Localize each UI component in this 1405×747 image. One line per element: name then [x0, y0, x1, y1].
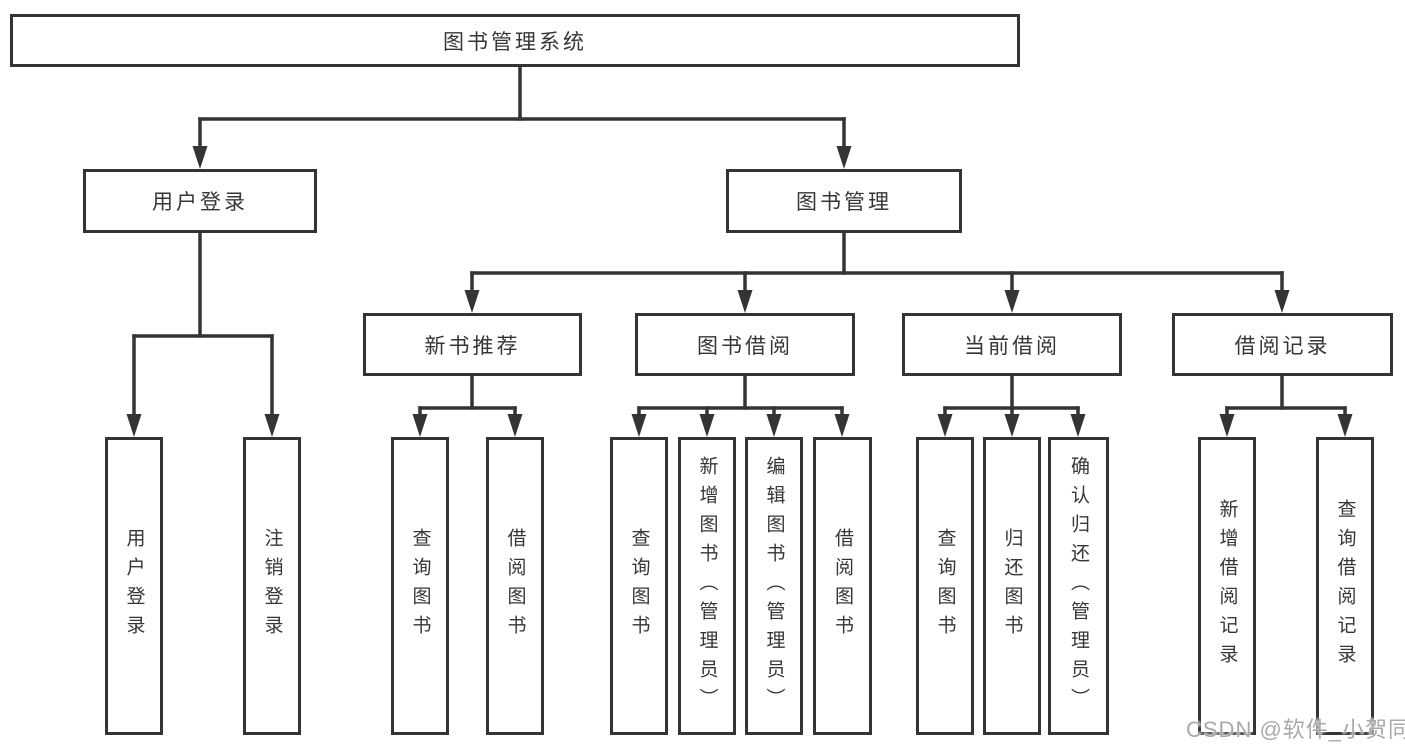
arrowhead-down-icon [834, 414, 850, 437]
arrowhead-down-icon [699, 414, 715, 437]
arrowhead-down-icon [126, 414, 142, 437]
node-current-borrowing-label: 当前借阅 [964, 334, 1060, 358]
leaf-query-books-current: 查询图书 [916, 437, 974, 735]
leaf-confirm-return-admin-label: 确认归还（管理员） [1068, 455, 1089, 717]
node-user-login-branch-label: 用户登录 [152, 191, 248, 214]
leaf-add-book-admin-label: 新增图书（管理员） [696, 455, 718, 717]
leaf-query-books-recommend-label: 查询图书 [409, 528, 431, 644]
leaf-edit-book-admin: 编辑图书（管理员） [745, 437, 803, 735]
node-book-borrowing-label: 图书借阅 [697, 334, 793, 358]
leaf-add-borrow-record-label: 新增借阅记录 [1216, 499, 1238, 673]
arrowhead-down-icon [1337, 414, 1353, 437]
leaf-return-book: 归还图书 [983, 437, 1041, 735]
arrowhead-down-icon [737, 290, 753, 313]
node-book-management-branch-label: 图书管理 [796, 191, 892, 214]
leaf-logout-label: 注销登录 [261, 528, 283, 644]
node-borrowing-records-label: 借阅记录 [1234, 334, 1331, 358]
leaf-query-books-borrowing-label: 查询图书 [628, 528, 650, 644]
leaf-query-borrow-record: 查询借阅记录 [1316, 437, 1374, 735]
arrowhead-down-icon [264, 414, 280, 437]
leaf-borrow-books-recommend-label: 借阅图书 [504, 528, 526, 644]
leaf-add-book-admin: 新增图书（管理员） [678, 437, 736, 735]
node-library-management-system-label: 图书管理系统 [443, 30, 587, 54]
arrowhead-down-icon [937, 414, 953, 437]
leaf-query-books-borrowing: 查询图书 [610, 437, 668, 735]
arrowhead-down-icon [1004, 290, 1020, 313]
leaf-borrow-books-recommend: 借阅图书 [486, 437, 544, 735]
node-new-book-recommend: 新书推荐 [363, 313, 582, 376]
leaf-query-books-recommend: 查询图书 [391, 437, 449, 735]
leaf-user-login: 用户登录 [105, 437, 163, 735]
arrowhead-down-icon [1070, 414, 1086, 437]
node-book-management-branch: 图书管理 [726, 169, 962, 233]
arrowhead-down-icon [836, 146, 852, 169]
node-current-borrowing: 当前借阅 [902, 313, 1122, 376]
leaf-query-books-current-label: 查询图书 [934, 528, 956, 644]
leaf-return-book-label: 归还图书 [1001, 528, 1023, 644]
leaf-add-borrow-record: 新增借阅记录 [1198, 437, 1256, 735]
leaf-logout: 注销登录 [243, 437, 301, 735]
leaf-borrow-books-borrowing: 借阅图书 [813, 437, 872, 735]
arrowhead-down-icon [192, 146, 208, 169]
arrowhead-down-icon [1219, 414, 1235, 437]
arrowhead-down-icon [766, 414, 782, 437]
leaf-confirm-return-admin: 确认归还（管理员） [1048, 437, 1109, 735]
node-book-borrowing: 图书借阅 [635, 313, 855, 376]
leaf-edit-book-admin-label: 编辑图书（管理员） [763, 455, 785, 717]
node-borrowing-records: 借阅记录 [1172, 313, 1393, 376]
leaf-query-borrow-record-label: 查询借阅记录 [1334, 499, 1356, 673]
watermark: CSDN @软件_小贺同学 [1186, 717, 1405, 742]
arrowhead-down-icon [1274, 290, 1290, 313]
arrowhead-down-icon [412, 414, 428, 437]
node-library-management-system: 图书管理系统 [10, 14, 1020, 67]
node-new-book-recommend-label: 新书推荐 [424, 334, 521, 358]
node-user-login-branch: 用户登录 [83, 169, 317, 233]
arrowhead-down-icon [631, 414, 647, 437]
leaf-user-login-label: 用户登录 [123, 528, 145, 644]
arrowhead-down-icon [464, 290, 480, 313]
leaf-borrow-books-borrowing-label: 借阅图书 [832, 528, 853, 644]
arrowhead-down-icon [1004, 414, 1020, 437]
arrowhead-down-icon [507, 414, 523, 437]
